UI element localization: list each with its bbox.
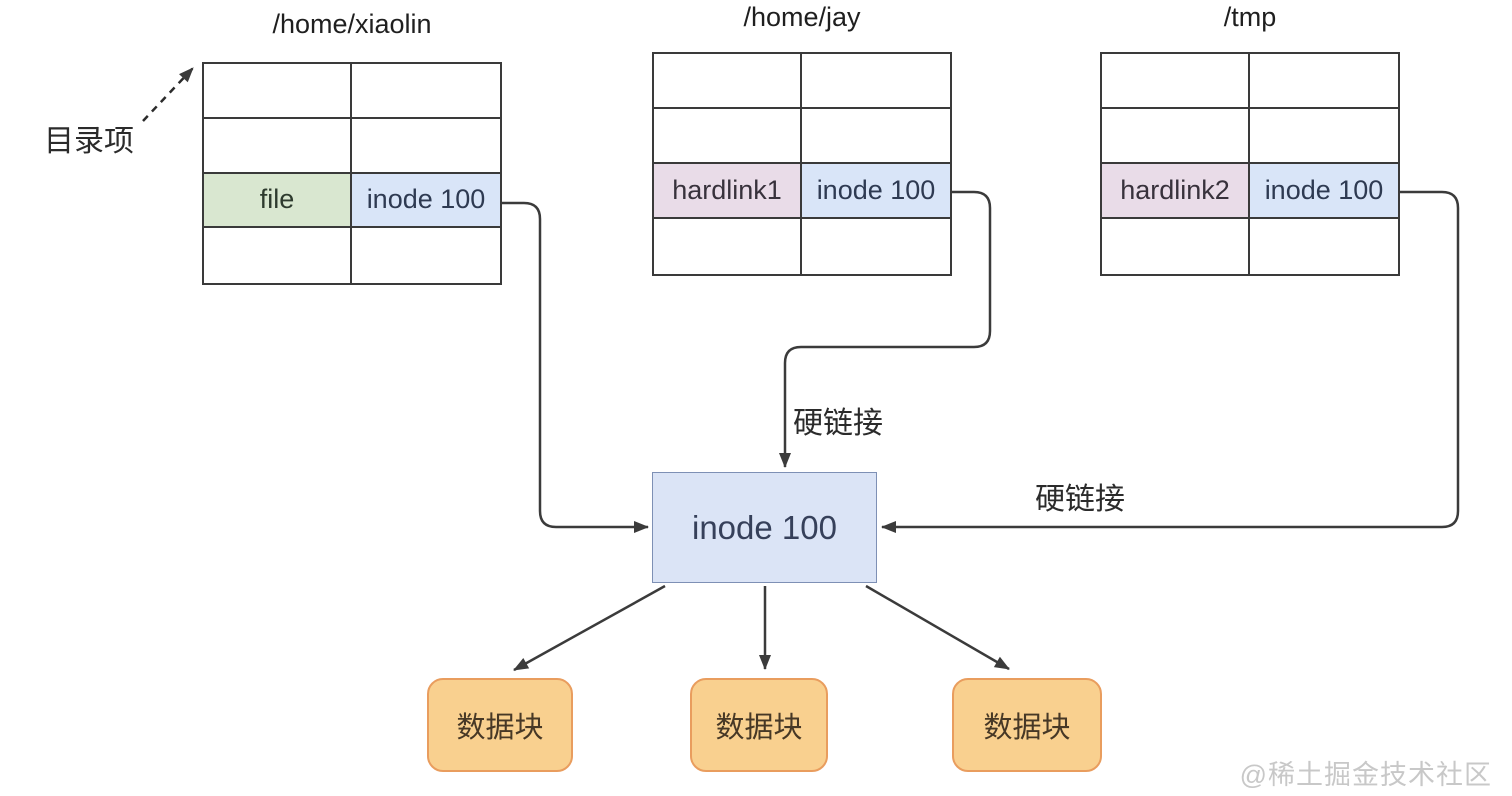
table-row: [654, 219, 950, 274]
inode-pointer-cell: inode 100: [352, 173, 500, 227]
empty-cell: [654, 54, 802, 107]
empty-cell: [802, 54, 950, 107]
table-title-home-jay: /home/jay: [743, 2, 861, 32]
data-block-label: 数据块: [715, 712, 803, 744]
xiaolin-to-inode-arrow: [502, 201, 649, 533]
inode-to-block3-arrow: [865, 584, 1010, 671]
empty-cell: [204, 64, 352, 117]
hardlink2-name-cell: hardlink2: [1102, 164, 1250, 217]
directory-entry-label: 目录项: [44, 125, 134, 158]
empty-cell: [1250, 219, 1398, 274]
data-block-label: 数据块: [456, 712, 544, 744]
table-row-highlighted: hardlink1 inode 100: [654, 164, 950, 219]
empty-cell: [1250, 109, 1398, 162]
empty-cell: [1102, 219, 1250, 274]
file-name-cell: file: [204, 173, 352, 227]
table-row: [204, 228, 500, 283]
empty-cell: [204, 118, 352, 172]
hardlink-label-middle: 硬链接: [793, 407, 883, 440]
empty-cell: [204, 228, 352, 283]
table-row: [204, 64, 500, 119]
empty-cell: [1102, 54, 1250, 107]
table-row-highlighted: hardlink2 inode 100: [1102, 164, 1398, 219]
table-row: [654, 109, 950, 164]
table-row: [1102, 109, 1398, 164]
inode-pointer-cell: inode 100: [1250, 164, 1398, 217]
directory-table-home-jay: hardlink1 inode 100: [652, 52, 952, 276]
empty-cell: [802, 219, 950, 274]
data-block-3: 数据块: [952, 678, 1102, 772]
inode-box-label: inode 100: [692, 508, 837, 546]
empty-cell: [1250, 54, 1398, 107]
table-row: [654, 54, 950, 109]
empty-cell: [352, 228, 500, 283]
hardlink-label-right: 硬链接: [1035, 483, 1125, 516]
table-row-highlighted: file inode 100: [204, 173, 500, 229]
empty-cell: [654, 109, 802, 162]
table-row: [1102, 219, 1398, 274]
table-row: [1102, 54, 1398, 109]
inode-pointer-cell: inode 100: [802, 164, 950, 217]
directory-table-tmp: hardlink2 inode 100: [1100, 52, 1400, 276]
empty-cell: [1102, 109, 1250, 162]
empty-cell: [802, 109, 950, 162]
empty-cell: [352, 64, 500, 117]
watermark: @稀土掘金技术社区: [1239, 760, 1492, 790]
hardlink1-name-cell: hardlink1: [654, 164, 802, 217]
data-block-1: 数据块: [427, 678, 573, 772]
data-block-2: 数据块: [690, 678, 828, 772]
table-title-tmp: /tmp: [1223, 2, 1277, 32]
empty-cell: [352, 119, 500, 172]
data-block-label: 数据块: [983, 712, 1071, 744]
inode-box: inode 100: [652, 472, 877, 583]
table-title-home-xiaolin: /home/xiaolin: [272, 9, 432, 39]
directory-entry-dashed-arrow: [142, 67, 194, 122]
directory-table-home-xiaolin: file inode 100: [202, 62, 502, 285]
empty-cell: [654, 219, 802, 274]
inode-to-block1-arrow: [513, 584, 666, 672]
table-row: [204, 118, 500, 174]
